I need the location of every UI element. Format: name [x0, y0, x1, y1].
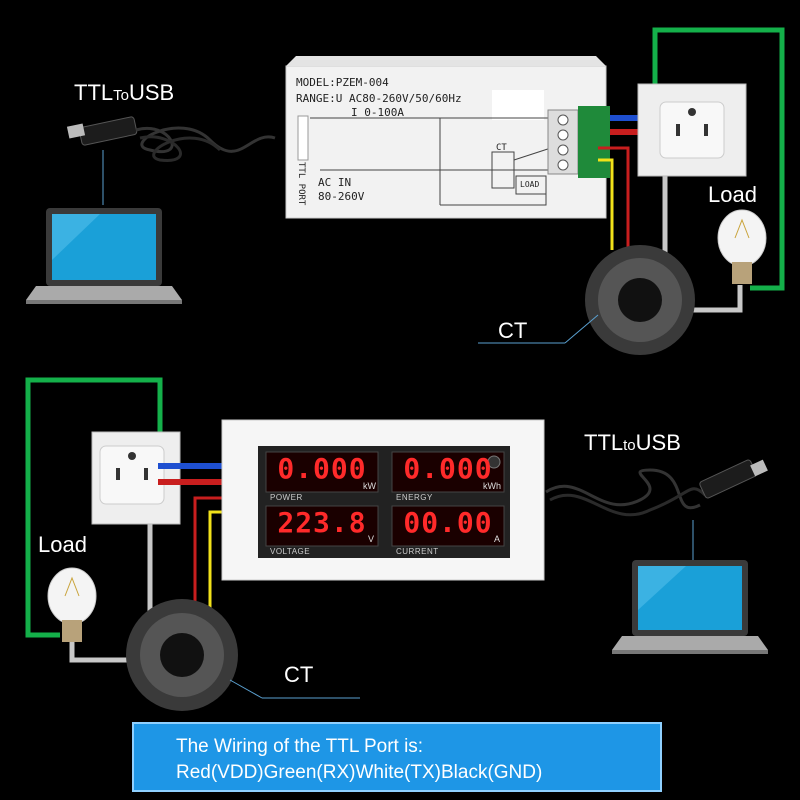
module-range-i: I 0-100A [351, 106, 404, 119]
ttl-wiring-banner: The Wiring of the TTL Port is: Red(VDD)G… [132, 722, 662, 792]
socket-bottom-icon [91, 431, 181, 525]
laptop-bottom-icon [612, 560, 768, 654]
usb-adapter-bottom-icon [545, 459, 768, 517]
ttl-text: TTL [584, 430, 624, 455]
ct-label-bottom: CT [284, 662, 314, 687]
voltage-display: 223.8 [277, 506, 367, 539]
bulb-top-icon [717, 209, 767, 284]
current-caption: CURRENT [396, 547, 439, 556]
terminal-board [578, 106, 610, 178]
load-label-top: Load [708, 182, 757, 207]
energy-unit: kWh [483, 481, 501, 491]
energy-caption: ENERGY [396, 493, 433, 502]
to-text: to [623, 437, 636, 454]
module-load: LOAD [520, 180, 540, 189]
banner-line-1: The Wiring of the TTL Port is: [176, 736, 424, 757]
usb-adapter-top-icon [66, 116, 276, 162]
wire-gray-bottom [69, 482, 153, 663]
module-range-u: RANGE:U AC80-260V/50/60Hz [296, 92, 462, 105]
current-unit: A [494, 534, 501, 544]
power-caption: POWER [270, 493, 303, 502]
voltage-caption: VOLTAGE [270, 547, 311, 556]
ttl-usb-label-bottom: TTLtoUSB [584, 430, 681, 456]
pzem-module [285, 56, 607, 219]
usb-text: USB [635, 430, 681, 455]
module-ct: CT [496, 143, 507, 153]
banner-line-2: Red(VDD)Green(RX)White(TX)Black(GND) [176, 762, 543, 783]
ttl-text: TTL [74, 80, 114, 105]
wire-green-bottom [25, 377, 163, 638]
module-ac-range: 80-260V [318, 190, 365, 203]
socket-top-icon [637, 83, 747, 177]
ttl-usb-label-top: TTLToUSB [74, 80, 174, 106]
load-label-bottom: Load [38, 532, 87, 557]
module-model: MODEL:PZEM-004 [296, 76, 389, 89]
pointer-line [229, 679, 263, 699]
current-display: 00.00 [403, 506, 493, 539]
energy-display: 0.000 [403, 452, 493, 485]
meter-panel [221, 419, 545, 581]
bulb-bottom-icon [47, 567, 97, 642]
ct-coil-bottom-icon [126, 599, 238, 711]
to-text: To [113, 87, 129, 104]
power-unit: kW [363, 481, 376, 491]
usb-text: USB [128, 80, 175, 105]
voltage-unit: V [368, 534, 375, 544]
ct-coil-top-icon [585, 245, 695, 355]
laptop-top-icon [26, 208, 182, 304]
module-ac-in: AC IN [318, 176, 352, 189]
power-display: 0.000 [277, 452, 367, 485]
pointer-line [564, 314, 599, 344]
ct-label-top: CT [498, 318, 528, 343]
module-ttl-port: TTL PORT [296, 162, 306, 206]
wires-bottom [158, 463, 230, 620]
